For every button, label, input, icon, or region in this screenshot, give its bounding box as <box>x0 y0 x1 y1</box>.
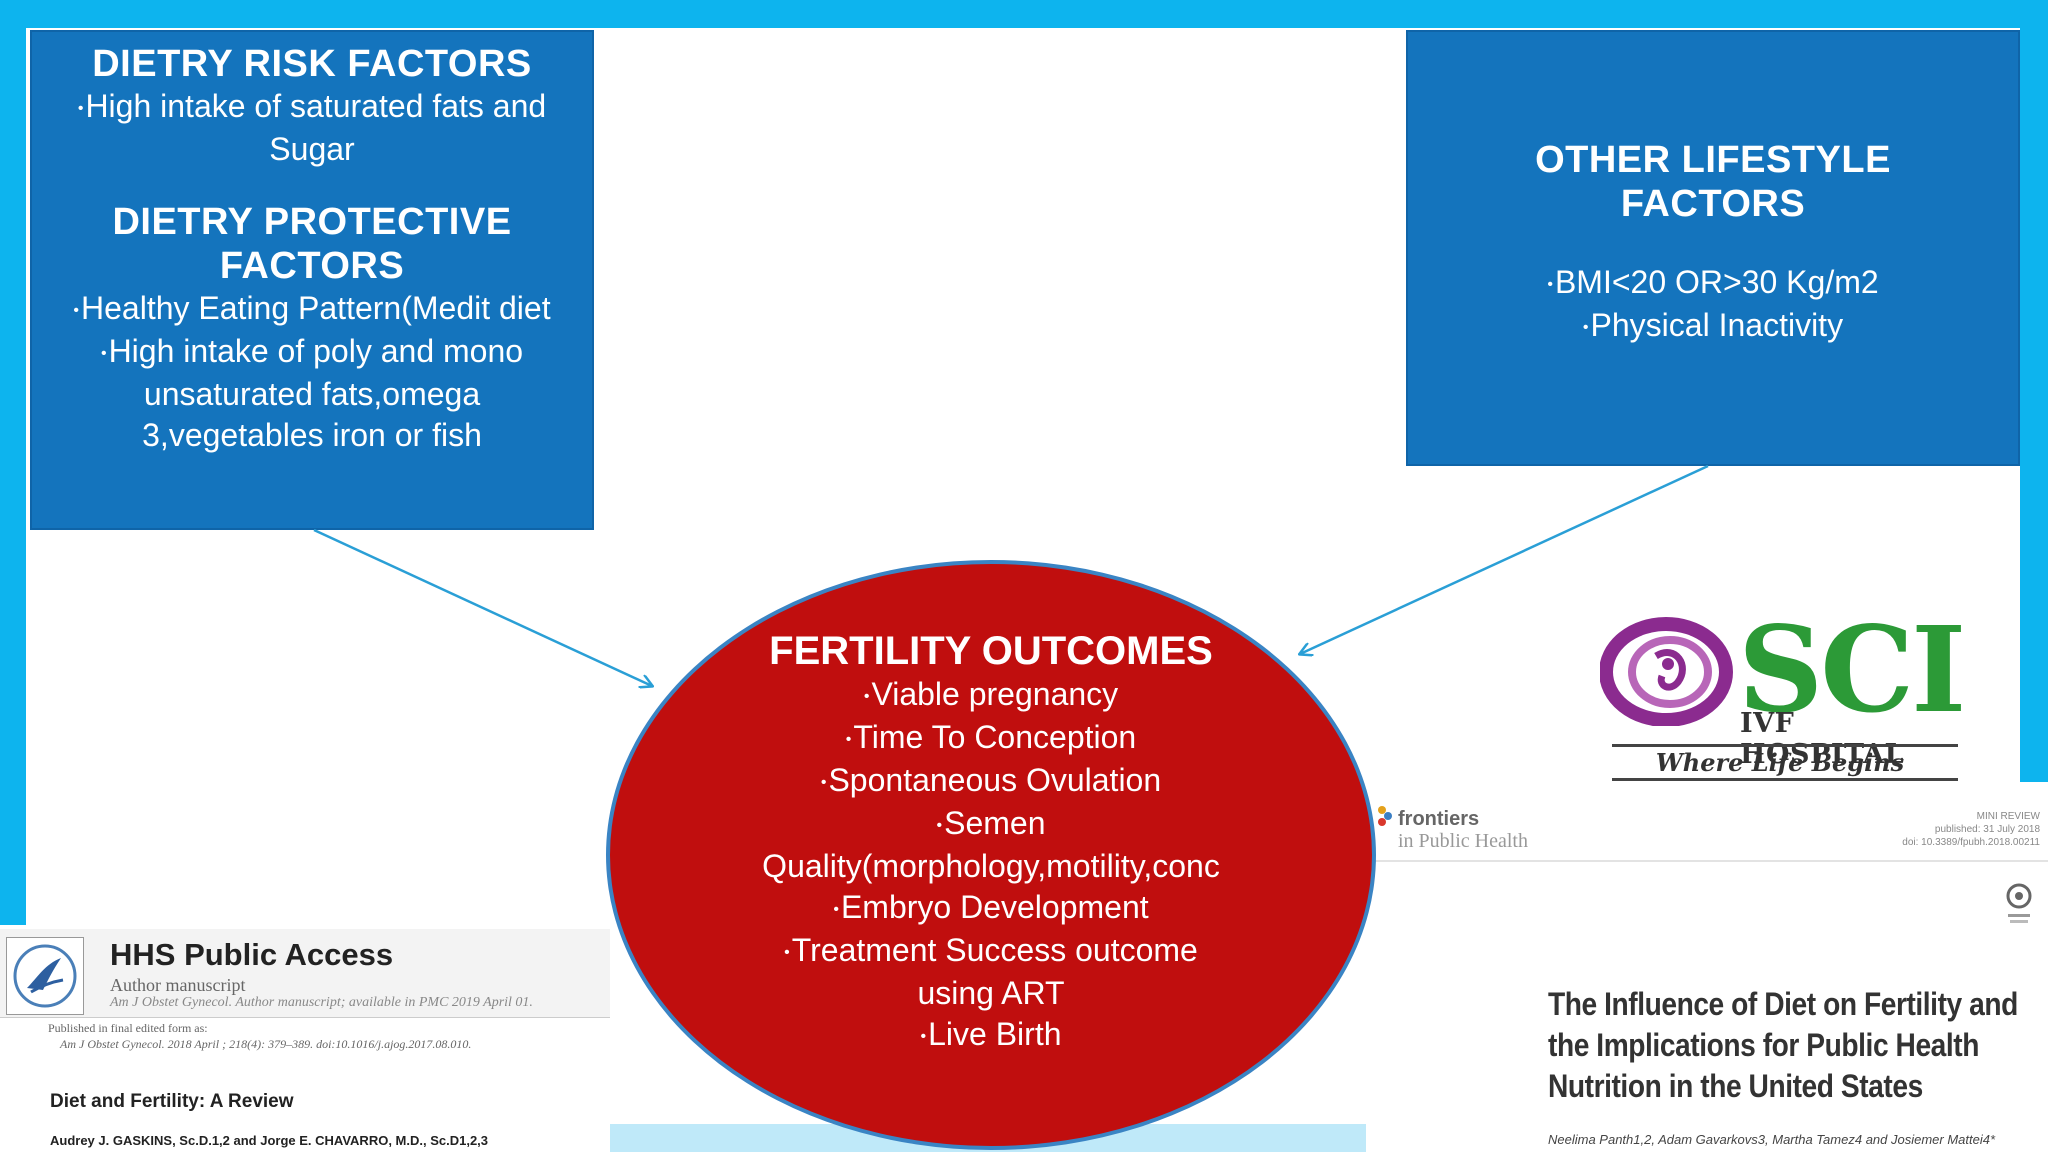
outcome-item: •Live Birth <box>920 1016 1062 1053</box>
outcome-item: •Viable pregnancy <box>863 676 1119 712</box>
protective-factors-title-line1: DIETRY PROTECTIVE <box>112 201 512 244</box>
sci-rule-bottom <box>1612 778 1958 781</box>
frontiers-subbrand: in Public Health <box>1398 830 1528 852</box>
hhs-article-snippet: HHS Public Access Author manuscript Am J… <box>0 925 610 1152</box>
frontiers-article-snippet: frontiers in Public Health MINI REVIEW p… <box>1372 782 2048 1152</box>
lifestyle-item: •Physical Inactivity <box>1582 307 1844 344</box>
hhs-journal-line: Am J Obstet Gynecol. Author manuscript; … <box>110 995 533 1010</box>
protective-item: •High intake of poly and mono <box>100 333 524 370</box>
frontiers-brand: frontiers <box>1398 808 1480 830</box>
outcome-item: •Treatment Success outcome <box>784 932 1198 969</box>
embryo-swirl-logo-icon <box>1600 617 1733 726</box>
protective-item-continued: 3,vegetables iron or fish <box>142 417 482 454</box>
lifestyle-factors-box: OTHER LIFESTYLE FACTORS •BMI<20 OR>30 Kg… <box>1406 30 2020 466</box>
lifestyle-title-line1: OTHER LIFESTYLE <box>1535 139 1891 181</box>
outcome-item: •Time To Conception <box>845 719 1137 756</box>
sci-ivf-logo: SCI IVF HOSPITAL Where Life Begins <box>1600 600 1966 790</box>
hhs-header-band: HHS Public Access Author manuscript Am J… <box>0 929 610 1018</box>
lifestyle-title-line2: FACTORS <box>1620 183 1806 225</box>
protective-factors-title-line2: FACTORS <box>219 245 405 288</box>
risk-factors-title: DIETRY RISK FACTORS <box>92 43 532 85</box>
hhs-article-title: Diet and Fertility: A Review <box>50 1091 294 1112</box>
frontiers-logo-icon <box>1376 804 1394 828</box>
frontiers-article-title: The Influence of Diet on Fertility and t… <box>1548 986 2018 1104</box>
outcomes-title: FERTILITY OUTCOMES <box>769 629 1213 673</box>
outcome-item: •Spontaneous Ovulation <box>820 762 1162 799</box>
hhs-eagle-logo-icon <box>6 937 84 1015</box>
hhs-band-title: HHS Public Access <box>110 937 394 972</box>
hhs-published-label: Published in final edited form as: <box>48 1021 208 1035</box>
hhs-author-manuscript: Author manuscript <box>110 975 246 995</box>
outcome-item: •Semen <box>936 805 1046 842</box>
outcome-item-continued: using ART <box>917 975 1065 1012</box>
frontiers-divider <box>1372 860 2048 862</box>
frontiers-authors: Neelima Panth1,2, Adam Gavarkovs3, Marth… <box>1548 1132 1996 1147</box>
sci-tagline: Where Life Begins <box>1655 748 1905 777</box>
protective-item-continued: unsaturated fats,omega <box>143 376 481 413</box>
dietary-factors-box: DIETRY RISK FACTORS •High intake of satu… <box>30 30 594 530</box>
hhs-authors: Audrey J. GASKINS, Sc.D.1,2 and Jorge E.… <box>50 1133 489 1148</box>
frontiers-meta: MINI REVIEW published: 31 July 2018 doi:… <box>1902 811 2040 848</box>
lifestyle-item: •BMI<20 OR>30 Kg/m2 <box>1547 264 1879 300</box>
fertility-outcomes-ellipse: FERTILITY OUTCOMES •Viable pregnancy •Ti… <box>606 560 1376 1150</box>
hhs-published-ref: Am J Obstet Gynecol. 2018 April ; 218(4)… <box>60 1037 472 1051</box>
sci-brand-name: SCI <box>1738 600 1966 739</box>
sci-rule-top <box>1612 744 1958 747</box>
outcome-item-continued: Quality(morphology,motility,conc <box>762 848 1220 885</box>
risk-item: •High intake of saturated fats and Sugar <box>77 88 547 168</box>
protective-item: •Healthy Eating Pattern(Medit diet <box>73 290 551 327</box>
outcome-item: •Embryo Development <box>833 889 1149 926</box>
open-access-badge-icon <box>2004 882 2034 926</box>
